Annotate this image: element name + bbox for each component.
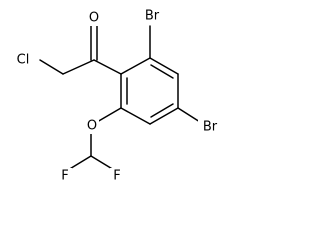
- atom-label-oxygen-ether: O: [87, 119, 97, 134]
- atom-label-oxygen-carbonyl: O: [89, 11, 99, 26]
- bond-carbonyl-ring: [93, 59, 122, 75]
- bonds: [39, 25, 201, 171]
- bond-ring-br-right: [177, 107, 201, 123]
- atom-labels: O Cl Br Br O F F: [9, 8, 222, 184]
- ring-bond-c2-c3: [149, 57, 179, 75]
- atom-label-fluorine-right: F: [113, 169, 120, 184]
- ring-bond-c4-c5: [149, 107, 179, 125]
- chemical-structure: O Cl Br Br O F F: [9, 8, 222, 184]
- bond-chf2-f-right: [90, 155, 115, 171]
- bond-ch2-carbonyl: [62, 59, 95, 75]
- ring-bond-c5-c6: [120, 107, 151, 125]
- bond-ring-o: [96, 107, 122, 123]
- ring-bond-c4-c5-inner: [150, 103, 174, 118]
- atom-label-chlorine: Cl: [17, 53, 30, 68]
- ring-bond-c2-c3-inner: [150, 64, 174, 79]
- bond-chf2-f-left: [67, 155, 92, 171]
- atom-label-bromine-top: Br: [145, 9, 160, 24]
- atom-label-fluorine-left: F: [61, 169, 68, 184]
- ring-bond-c1-c2: [120, 57, 151, 75]
- bond-ch2-cl: [39, 59, 64, 75]
- atom-label-bromine-right: Br: [203, 120, 218, 135]
